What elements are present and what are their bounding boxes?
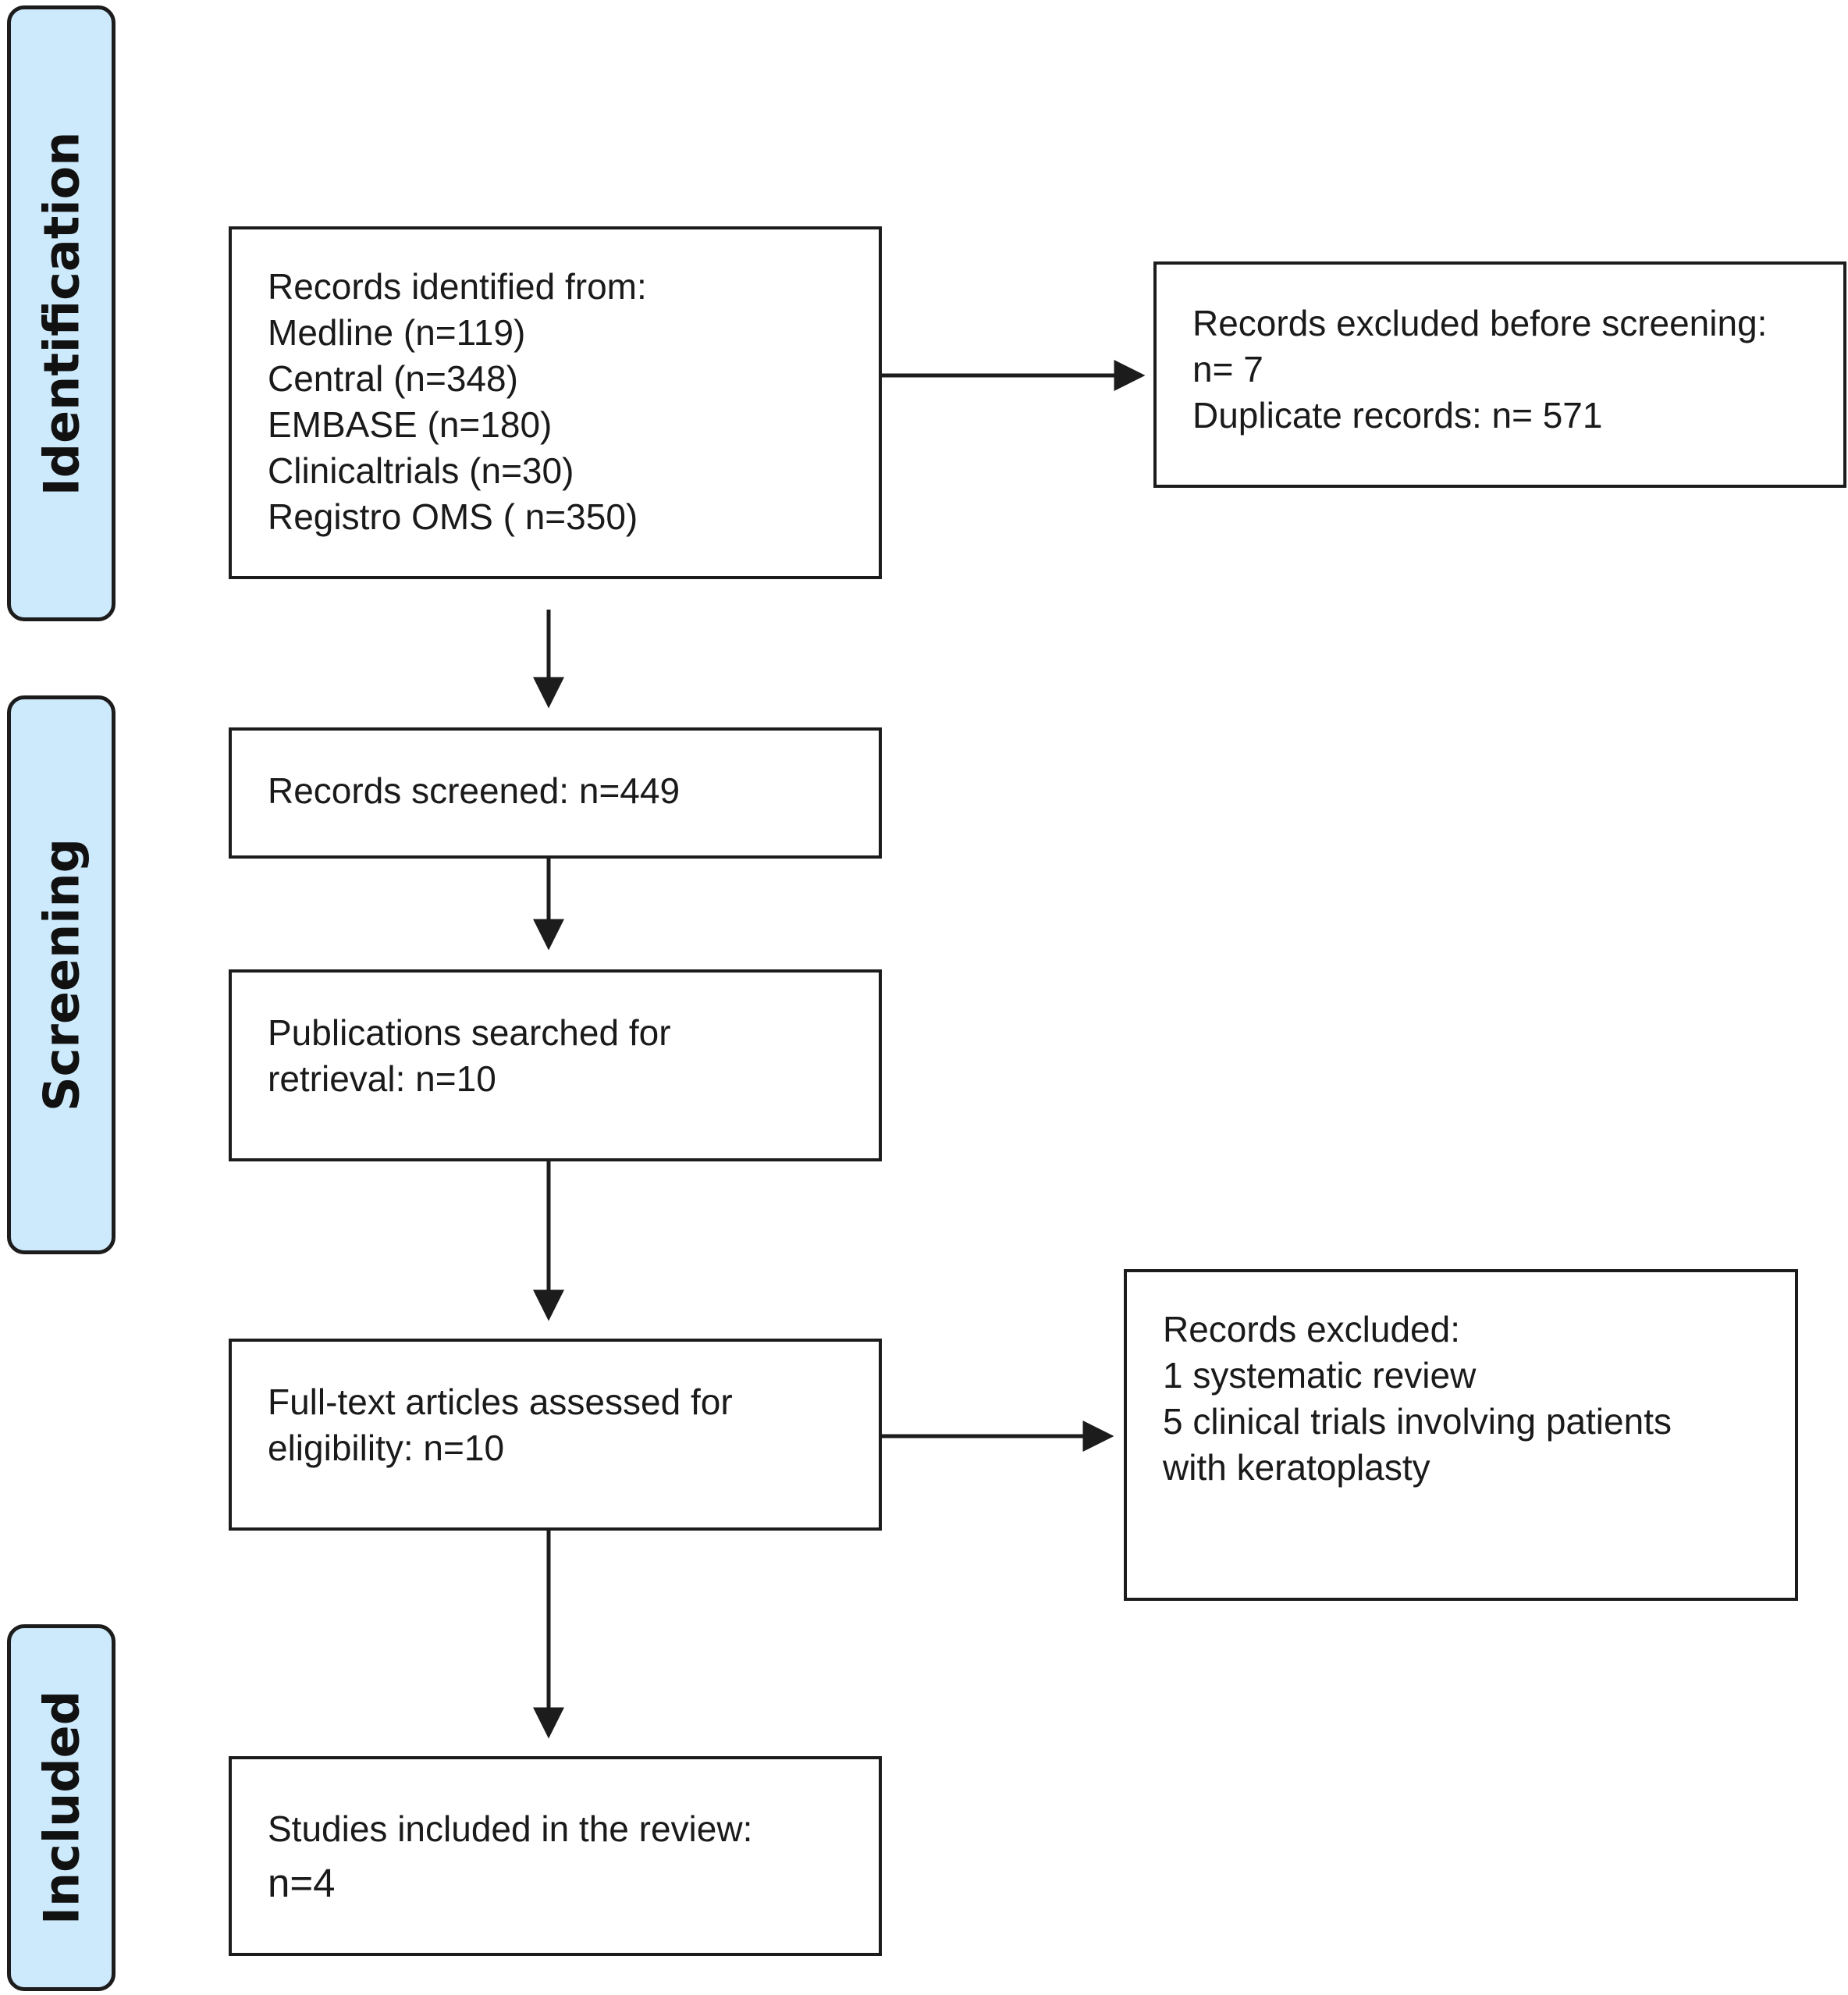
eligibility-line-2: eligibility: n=10 xyxy=(268,1428,505,1468)
studies-included-count: n=4 xyxy=(268,1861,336,1905)
source-embase: EMBASE (n=180) xyxy=(268,404,553,445)
source-clinicaltrials: Clinicaltrials (n=30) xyxy=(268,450,574,491)
eligibility-line-1: Full-text articles assessed for xyxy=(268,1382,733,1422)
excluded-before-count: n= 7 xyxy=(1192,349,1263,389)
duplicate-records: Duplicate records: n= 571 xyxy=(1192,395,1603,436)
excluded-keratoplasty: with keratoplasty xyxy=(1163,1447,1430,1488)
studies-included-box: Studies included in the review: n=4 xyxy=(229,1756,882,1956)
phase-screening: Screening xyxy=(7,695,116,1254)
phase-included: Included xyxy=(7,1624,116,1991)
records-identified-box: Records identified from: Medline (n=119)… xyxy=(229,226,882,579)
excluded-before-screening-box: Records excluded before screening: n= 7 … xyxy=(1153,261,1846,488)
records-screened-text: Records screened: n=449 xyxy=(268,770,681,811)
records-excluded-heading: Records excluded: xyxy=(1163,1309,1460,1350)
records-excluded-box: Records excluded: 1 systematic review 5 … xyxy=(1124,1269,1798,1601)
publications-retrieval-box: Publications searched for retrieval: n=1… xyxy=(229,969,882,1161)
retrieval-line-1: Publications searched for xyxy=(268,1012,671,1053)
retrieval-line-2: retrieval: n=10 xyxy=(268,1058,496,1099)
eligibility-box: Full-text articles assessed for eligibil… xyxy=(229,1339,882,1531)
source-central: Central (n=348) xyxy=(268,358,518,399)
excluded-before-heading: Records excluded before screening: xyxy=(1192,303,1768,343)
source-medline: Medline (n=119) xyxy=(268,312,526,353)
excluded-systematic-review: 1 systematic review xyxy=(1163,1355,1477,1396)
records-identified-heading: Records identified from: xyxy=(268,266,647,307)
records-screened-box: Records screened: n=449 xyxy=(229,727,882,859)
phase-identification: Identification xyxy=(7,5,116,621)
studies-included-heading: Studies included in the review: xyxy=(268,1808,753,1849)
excluded-clinical-trials: 5 clinical trials involving patients xyxy=(1163,1401,1672,1442)
source-registro-oms: Registro OMS ( n=350) xyxy=(268,496,638,537)
